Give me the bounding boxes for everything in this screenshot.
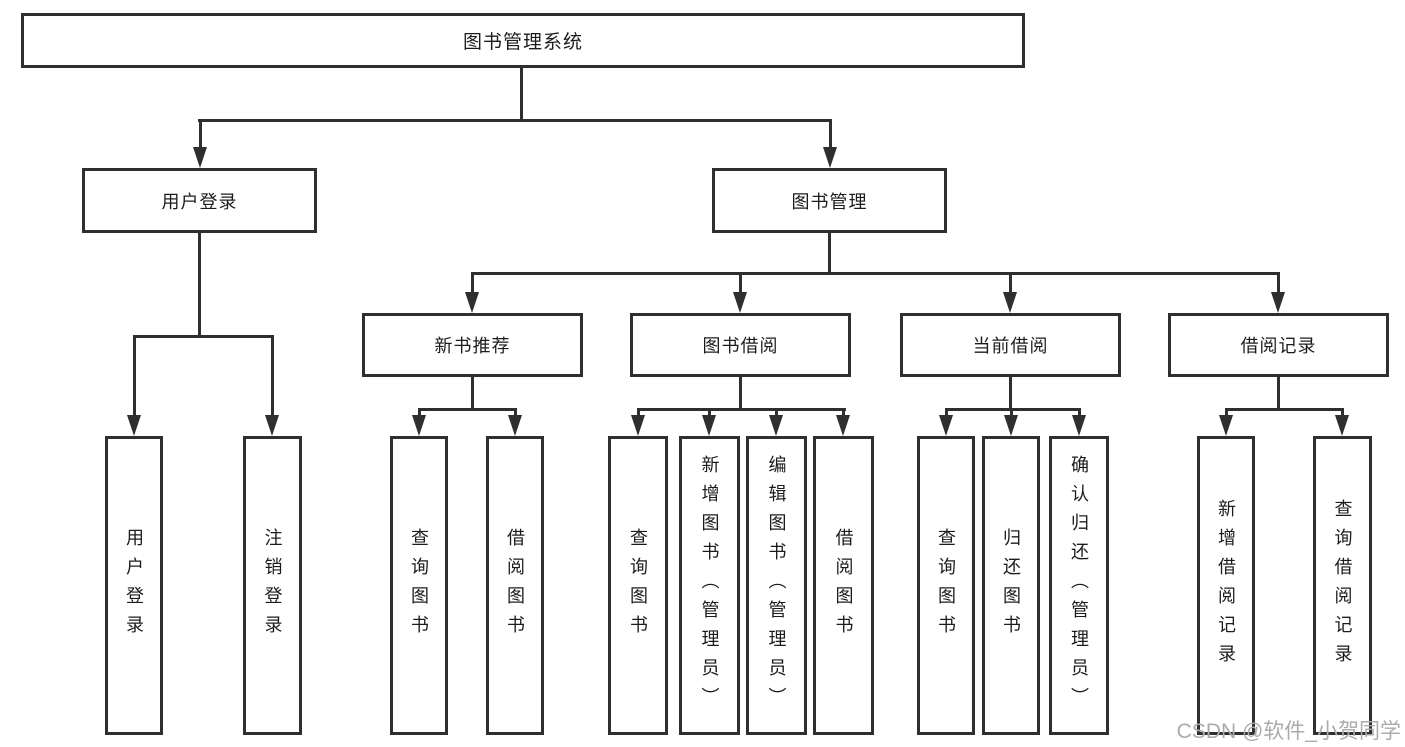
connector-new-book-bar: [418, 408, 517, 411]
leaf-bb-query-books: 查询图书: [608, 436, 668, 735]
arrowhead-bb-edit: [769, 415, 783, 436]
connector-borrow-records-trunk: [1277, 377, 1280, 411]
node-book-management-label: 图书管理: [791, 191, 868, 212]
node-user-login: 用户登录: [82, 168, 317, 233]
connector-book-borrow-bar: [637, 408, 846, 411]
arrowhead-leaf-logout: [265, 415, 279, 436]
node-current-borrowing: 当前借阅: [900, 313, 1121, 377]
node-user-login-label: 用户登录: [161, 191, 238, 212]
connector-level1-bar: [198, 119, 832, 122]
connector-root-trunk: [520, 68, 523, 122]
leaf-user-login: 用户登录: [105, 436, 163, 735]
connector-user-login-drop: [199, 119, 202, 150]
leaf-br-query-record-label: 查询借阅记录: [1332, 498, 1353, 673]
connector-book-borrow-trunk: [739, 377, 742, 411]
node-library-system: 图书管理系统: [21, 13, 1025, 68]
node-library-system-label: 图书管理系统: [462, 32, 583, 53]
leaf-br-add-record-label: 新增借阅记录: [1216, 498, 1236, 673]
node-book-borrowing-label: 图书借阅: [702, 336, 779, 356]
connector-new-book-drop: [471, 272, 474, 296]
connector-new-book-trunk: [471, 377, 474, 411]
arrowhead-bb-add: [702, 415, 716, 436]
arrowhead-bb-borrow: [836, 415, 850, 436]
arrowhead-cb-confirm: [1072, 415, 1086, 436]
leaf-br-query-record: 查询借阅记录: [1313, 436, 1372, 735]
leaf-nbr-query-books-label: 查询图书: [409, 527, 429, 644]
connector-current-borrow-drop: [1009, 272, 1012, 296]
csdn-watermark: CSDN @软件_小贺同学: [1176, 720, 1401, 743]
leaf-cb-confirm-return-admin-label: 确认归还（管理员）: [1069, 455, 1089, 716]
arrowhead-borrow-records: [1271, 292, 1285, 313]
arrowhead-cb-return: [1004, 415, 1018, 436]
leaf-bb-query-books-label: 查询图书: [628, 527, 648, 644]
leaf-cb-query-books: 查询图书: [917, 436, 975, 735]
leaf-nbr-borrow-books: 借阅图书: [486, 436, 544, 735]
leaf-bb-borrow-books-label: 借阅图书: [833, 527, 854, 644]
leaf-br-add-record: 新增借阅记录: [1197, 436, 1255, 735]
connector-current-borrow-trunk: [1009, 377, 1012, 411]
leaf-cb-return-books-label: 归还图书: [1001, 527, 1021, 644]
leaf-logout: 注销登录: [243, 436, 302, 735]
arrowhead-nbr-query: [412, 415, 426, 436]
leaf-bb-add-books-admin: 新增图书（管理员）: [679, 436, 740, 735]
connector-leaf-logout-drop: [271, 335, 274, 420]
leaf-bb-borrow-books: 借阅图书: [813, 436, 874, 735]
leaf-cb-confirm-return-admin: 确认归还（管理员）: [1049, 436, 1109, 735]
arrowhead-br-add: [1219, 415, 1233, 436]
connector-current-borrow-bar: [945, 408, 1081, 411]
arrowhead-cb-query: [939, 415, 953, 436]
leaf-bb-edit-books-admin-label: 编辑图书（管理员）: [766, 455, 787, 716]
arrowhead-user-login: [193, 147, 207, 168]
node-new-book-recommend-label: 新书推荐: [434, 336, 511, 356]
node-current-borrowing-label: 当前借阅: [972, 336, 1049, 356]
arrowhead-leaf-login: [127, 415, 141, 436]
arrowhead-book-borrow: [733, 292, 747, 313]
node-new-book-recommend: 新书推荐: [362, 313, 583, 377]
node-borrowing-records: 借阅记录: [1168, 313, 1389, 377]
connector-book-mgmt-drop: [829, 119, 832, 150]
node-borrowing-records-label: 借阅记录: [1240, 336, 1317, 356]
node-book-borrowing: 图书借阅: [630, 313, 851, 377]
connector-level3-bar: [471, 272, 1280, 275]
arrowhead-book-mgmt: [823, 147, 837, 168]
connector-borrow-records-drop: [1277, 272, 1280, 296]
leaf-bb-add-books-admin-label: 新增图书（管理员）: [699, 455, 720, 716]
arrowhead-current-borrow: [1003, 292, 1017, 313]
arrowhead-br-query: [1335, 415, 1349, 436]
connector-book-borrow-drop: [739, 272, 742, 296]
leaf-logout-label: 注销登录: [262, 527, 283, 644]
leaf-cb-return-books: 归还图书: [982, 436, 1040, 735]
connector-book-mgmt-trunk: [828, 233, 831, 275]
leaf-user-login-label: 用户登录: [124, 527, 144, 644]
connector-user-login-bar: [133, 335, 274, 338]
arrowhead-nbr-borrow: [508, 415, 522, 436]
leaf-cb-query-books-label: 查询图书: [936, 527, 956, 644]
connector-leaf-login-drop: [133, 335, 136, 420]
arrowhead-bb-query: [631, 415, 645, 436]
leaf-bb-edit-books-admin: 编辑图书（管理员）: [746, 436, 807, 735]
connector-user-login-trunk: [198, 233, 201, 338]
arrowhead-new-book: [465, 292, 479, 313]
node-book-management: 图书管理: [712, 168, 947, 233]
leaf-nbr-borrow-books-label: 借阅图书: [505, 527, 525, 644]
connector-borrow-records-bar: [1225, 408, 1344, 411]
leaf-nbr-query-books: 查询图书: [390, 436, 448, 735]
